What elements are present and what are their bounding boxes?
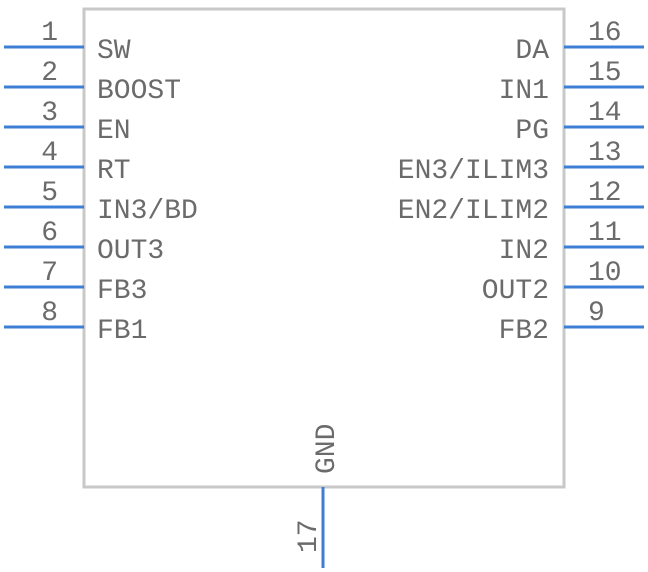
- pin-name: FB2: [499, 316, 549, 347]
- pin-number: 9: [588, 298, 605, 329]
- pin-number: 12: [588, 178, 622, 209]
- pin-name: FB1: [97, 316, 147, 347]
- pin-number: 3: [41, 98, 58, 129]
- pin-name: EN3/ILIM3: [398, 156, 549, 187]
- pin-name: BOOST: [97, 76, 181, 107]
- pin-number: 17: [294, 519, 325, 553]
- pin-number: 2: [41, 58, 58, 89]
- pin-name: PG: [515, 116, 549, 147]
- pin-name: EN: [97, 116, 131, 147]
- pin-number: 7: [41, 258, 58, 289]
- bottom-pin-group: GND 17: [294, 424, 343, 568]
- pin-name: FB3: [97, 276, 147, 307]
- pin-number: 16: [588, 18, 622, 49]
- pin-number: 8: [41, 298, 58, 329]
- pin-number: 1: [41, 18, 58, 49]
- pin-name: IN3/BD: [97, 196, 198, 227]
- pin-name: OUT3: [97, 236, 164, 267]
- pin-number: 14: [588, 98, 622, 129]
- pin-number: 6: [41, 218, 58, 249]
- pin-number: 11: [588, 218, 622, 249]
- pin-number: 15: [588, 58, 622, 89]
- pin-name: EN2/ILIM2: [398, 196, 549, 227]
- pin-name: RT: [97, 156, 131, 187]
- pin-name: SW: [97, 36, 131, 67]
- pin-number: 5: [41, 178, 58, 209]
- ic-body: [82, 7, 566, 489]
- pin-name: GND: [312, 424, 343, 474]
- pin-name: IN2: [499, 236, 549, 267]
- pin-number: 13: [588, 138, 622, 169]
- pin-name: OUT2: [482, 276, 549, 307]
- pin-number: 10: [588, 258, 622, 289]
- pin-number: 4: [41, 138, 58, 169]
- pin-name: IN1: [499, 76, 549, 107]
- pin-name: DA: [515, 36, 549, 67]
